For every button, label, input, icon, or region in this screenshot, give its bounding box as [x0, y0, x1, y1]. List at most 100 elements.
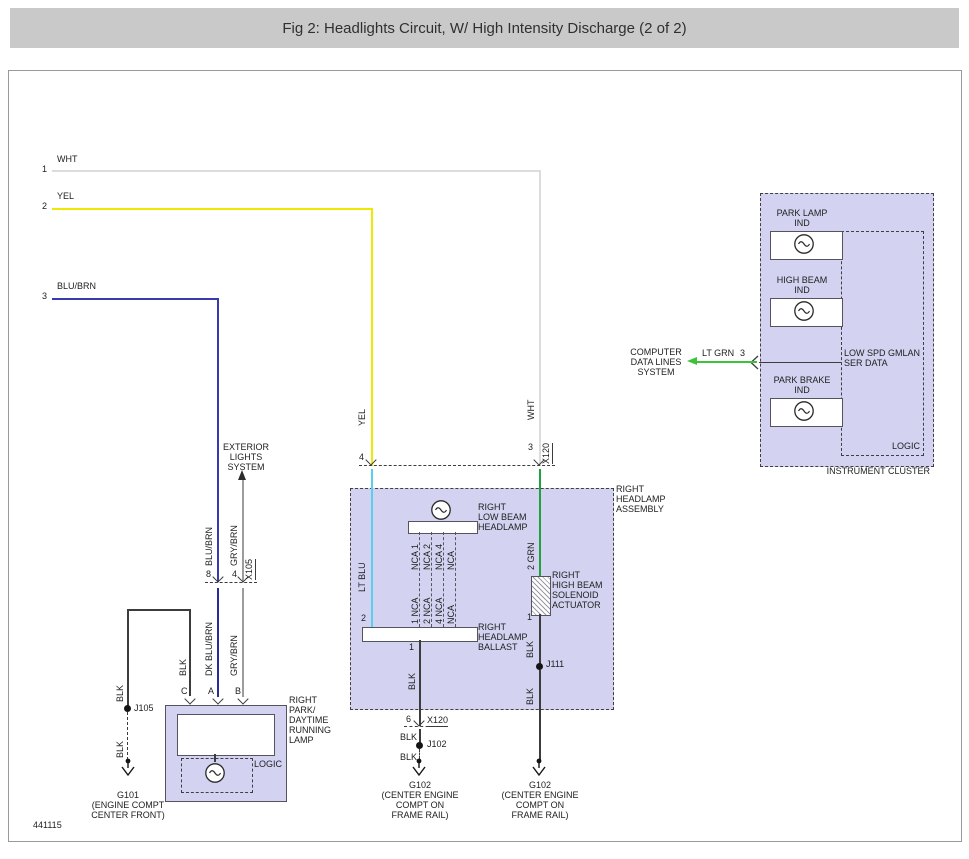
- wire-blk-solenoid-upper: [539, 614, 541, 666]
- bulb-icon: [430, 499, 452, 521]
- high-beam-ind-line1: HIGH BEAM: [768, 275, 836, 285]
- park-lamp-name-line4: RUNNING: [289, 725, 361, 735]
- park-lamp-name-line5: LAMP: [289, 735, 361, 745]
- bulb-icon: [793, 233, 815, 255]
- connector-x105-label: X105: [245, 559, 256, 580]
- instrument-cluster-name: INSTRUMENT CLUSTER: [790, 466, 930, 476]
- ground-g101-loc2: CENTER FRONT): [78, 810, 178, 820]
- wire-blk-pin-c: [189, 609, 191, 696]
- data-line-pin: 3: [740, 348, 745, 358]
- nca-bottom-label-2: 2 NCA: [423, 597, 432, 624]
- connector-x120-bottom-line: [404, 726, 434, 727]
- ground-icon: [119, 758, 137, 778]
- wire-label-ltgrn: LT GRN: [702, 348, 734, 358]
- wire-ltblu: [371, 469, 373, 628]
- x120-pin-wht: 3: [528, 442, 533, 452]
- wire-label-grn: 2 GRN: [527, 542, 536, 570]
- x105-pin-right: 4: [232, 569, 237, 579]
- wire-label-wht: WHT: [527, 400, 536, 421]
- solenoid-line3: SOLENOID: [552, 590, 624, 600]
- bulb-icon: [793, 300, 815, 322]
- ballast-pin-gnd: 1: [409, 642, 414, 652]
- connector-x105-line: [205, 582, 257, 583]
- ground-g102a-loc1: (CENTER ENGINE: [370, 790, 470, 800]
- wire-label-blk-j111-upper: BLK: [526, 641, 535, 658]
- park-brake-ind-label: PARK BRAKE IND: [768, 375, 836, 395]
- high-beam-ind-label: HIGH BEAM IND: [768, 275, 836, 295]
- feed-3-color: BLU/BRN: [57, 281, 96, 291]
- ground-g102a-label: G102 (CENTER ENGINE COMPT ON FRAME RAIL): [370, 780, 470, 820]
- solenoid-line2: HIGH BEAM: [552, 580, 624, 590]
- ground-g102b-loc2: COMPT ON: [490, 800, 590, 810]
- wire-wht-horizontal: [52, 170, 541, 172]
- ground-icon: [530, 758, 548, 778]
- nca-top-label-4: NCA: [447, 551, 456, 570]
- low-beam-headlamp-label: RIGHT LOW BEAM HEADLAMP: [478, 502, 548, 532]
- wire-blk-ballast: [419, 640, 421, 726]
- wire-label-dkblubrn: DK BLU/BRN: [205, 622, 214, 676]
- headlamp-assembly-name: RIGHT HEADLAMP ASSEMBLY: [616, 484, 696, 514]
- wire-label-blubrn: BLU/BRN: [205, 527, 214, 566]
- nca-bottom-label-1: 1 NCA: [411, 597, 420, 624]
- junction-j105-dot: [124, 705, 131, 712]
- wire-blk-to-j105: [127, 610, 129, 708]
- feed-1-color: WHT: [57, 154, 78, 164]
- junction-j111-label: J111: [546, 659, 564, 669]
- park-lamp-ind-line1: PARK LAMP: [768, 208, 836, 218]
- ballast-pin-in: 2: [361, 613, 366, 623]
- ground-g102b-loc3: FRAME RAIL): [490, 810, 590, 820]
- park-lamp-inner-box: [177, 714, 275, 756]
- low-beam-line1: RIGHT: [478, 502, 548, 512]
- gmlan-line1: LOW SPD GMLAN: [844, 348, 920, 358]
- wire-label-blk-j111-lower: BLK: [526, 688, 535, 705]
- ground-g102b-name: G102: [490, 780, 590, 790]
- wire-label-blk-j105-lower: BLK: [116, 741, 125, 758]
- park-brake-ind-line2: IND: [768, 385, 836, 395]
- wire-label-blk-ballast: BLK: [408, 673, 417, 690]
- wire-label-blk-j102-upper: BLK: [400, 732, 417, 742]
- feed-2-color: YEL: [57, 191, 74, 201]
- computer-data-lines-label: COMPUTER DATA LINES SYSTEM: [620, 347, 692, 377]
- assembly-name-line2: HEADLAMP: [616, 494, 696, 504]
- cluster-logic-box: [841, 231, 924, 456]
- park-lamp-pin-a: A: [208, 686, 214, 696]
- ground-g102b-label: G102 (CENTER ENGINE COMPT ON FRAME RAIL): [490, 780, 590, 820]
- wire-label-blk-j105-upper: BLK: [116, 685, 125, 702]
- high-beam-solenoid-box: [531, 576, 551, 616]
- park-lamp-logic-label: LOGIC: [254, 759, 282, 769]
- x105-pin-left: 8: [206, 569, 211, 579]
- ground-g102a-name: G102: [370, 780, 470, 790]
- solenoid-line1: RIGHT: [552, 570, 624, 580]
- wire-wht-vertical: [539, 170, 541, 466]
- wire-label-grybrn-lower: GRY/BRN: [230, 635, 239, 676]
- x120-bottom-pin: 6: [406, 714, 411, 724]
- exterior-lights-line2: LIGHTS: [213, 452, 279, 462]
- computer-data-line3: SYSTEM: [620, 367, 692, 377]
- high-beam-solenoid-label: RIGHT HIGH BEAM SOLENOID ACTUATOR: [552, 570, 624, 610]
- park-lamp-pin-c: C: [181, 686, 188, 696]
- low-beam-line3: HEADLAMP: [478, 522, 548, 532]
- park-lamp-name-line3: DAYTIME: [289, 715, 361, 725]
- junction-j102-dot: [416, 742, 423, 749]
- exterior-lights-line3: SYSTEM: [213, 462, 279, 472]
- ground-g101-label: G101 (ENGINE COMPT CENTER FRONT): [78, 790, 178, 820]
- wire-grybrn-lower: [242, 588, 244, 697]
- ground-icon: [410, 758, 428, 778]
- nca-bottom-label-4: NCA: [447, 605, 456, 624]
- connector-x120-top-label: X120: [542, 443, 553, 464]
- exterior-lights-label: EXTERIOR LIGHTS SYSTEM: [213, 442, 279, 472]
- ground-g102a-loc2: COMPT ON: [370, 800, 470, 810]
- wire-blubrn-vertical: [217, 298, 219, 582]
- feed-3-pin: 3: [42, 291, 47, 301]
- junction-j105-label: J105: [134, 703, 154, 713]
- ground-g102a-loc3: FRAME RAIL): [370, 810, 470, 820]
- wire-blubrn-horizontal: [52, 298, 219, 300]
- arrow-up-icon: [238, 470, 246, 480]
- wire-ltgrn: [696, 361, 757, 363]
- wire-blk-j105-to-g101: [127, 712, 128, 760]
- bulb-icon: [204, 762, 226, 784]
- wire-label-grybrn-upper: GRY/BRN: [230, 525, 239, 566]
- exterior-lights-line1: EXTERIOR: [213, 442, 279, 452]
- figure-number: 441115: [33, 820, 62, 830]
- page-title: Fig 2: Headlights Circuit, W/ High Inten…: [282, 20, 686, 37]
